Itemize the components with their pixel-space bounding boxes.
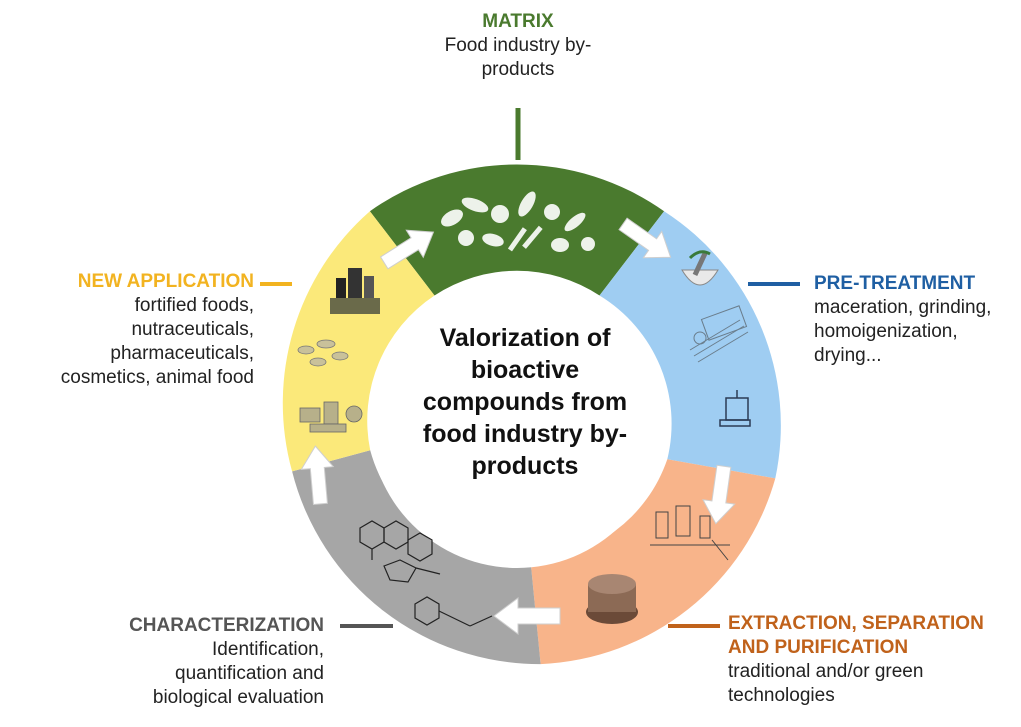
arrow-application-to-matrix [379, 229, 435, 270]
pretreatment-title: PRE-TREATMENT [814, 273, 976, 294]
matrix-line: Food industry by- [444, 35, 592, 56]
matrix-segment [369, 164, 665, 296]
application-line: pharmaceuticals, [110, 343, 254, 364]
pretreatment-line: homoigenization, [814, 321, 958, 342]
application-label: NEW APPLICATION fortified foods, nutrace… [4, 270, 254, 390]
extraction-title: EXTRACTION, SEPARATION [728, 613, 984, 634]
pretreatment-line: drying... [814, 345, 882, 366]
pretreatment-line: maceration, grinding, [814, 297, 992, 318]
characterization-line: quantification and [175, 663, 324, 684]
dryer-icon [719, 390, 751, 427]
arrow-characterization-to-application [300, 445, 335, 506]
extraction-line: technologies [728, 685, 835, 706]
inner-circle [369, 272, 665, 568]
extraction-apparatus-icon [650, 505, 730, 561]
extraction-title-2: AND PURIFICATION [728, 637, 909, 658]
center-title: Valorization of bioactive compounds from… [405, 322, 645, 482]
extraction-label: EXTRACTION, SEPARATION AND PURIFICATION … [728, 612, 1018, 708]
characterization-line: biological evaluation [152, 687, 324, 708]
arrow-pretreatment-to-extraction [702, 464, 736, 525]
matrix-line: products [481, 59, 555, 80]
extractor-vessel-icon [586, 574, 638, 624]
molecule-structure-icon [359, 520, 493, 627]
application-line: fortified foods, [134, 295, 254, 316]
arrow-matrix-to-pretreatment [618, 217, 672, 259]
center-title-line: food industry by- [422, 420, 628, 448]
center-title-line: Valorization of [439, 324, 611, 352]
characterization-line: Identification, [212, 639, 324, 660]
extraction-line: traditional and/or green [728, 661, 924, 682]
arrow-extraction-to-characterization [493, 597, 561, 635]
application-line: cosmetics, animal food [60, 367, 254, 388]
characterization-title: CHARACTERIZATION [129, 615, 324, 636]
matrix-label: MATRIX Food industry by- products [408, 10, 628, 82]
pretreatment-label: PRE-TREATMENT maceration, grinding, homo… [814, 272, 1020, 368]
center-title-line: compounds from [422, 388, 628, 416]
fruits-vegetables-icon [441, 191, 595, 252]
application-segment [282, 211, 435, 472]
pretreatment-segment [599, 211, 781, 479]
cosmetics-icon [299, 401, 363, 433]
application-line: nutraceuticals, [131, 319, 254, 340]
pills-icon [297, 339, 349, 367]
application-title: NEW APPLICATION [77, 271, 254, 292]
characterization-segment [292, 450, 541, 665]
grinder-icon [689, 305, 749, 363]
food-products-icon [330, 268, 380, 314]
characterization-label: CHARACTERIZATION Identification, quantif… [100, 614, 324, 710]
matrix-title: MATRIX [482, 11, 554, 32]
center-title-line: products [471, 452, 579, 480]
mortar-pestle-icon [681, 250, 719, 286]
center-title-line: bioactive [470, 356, 580, 384]
